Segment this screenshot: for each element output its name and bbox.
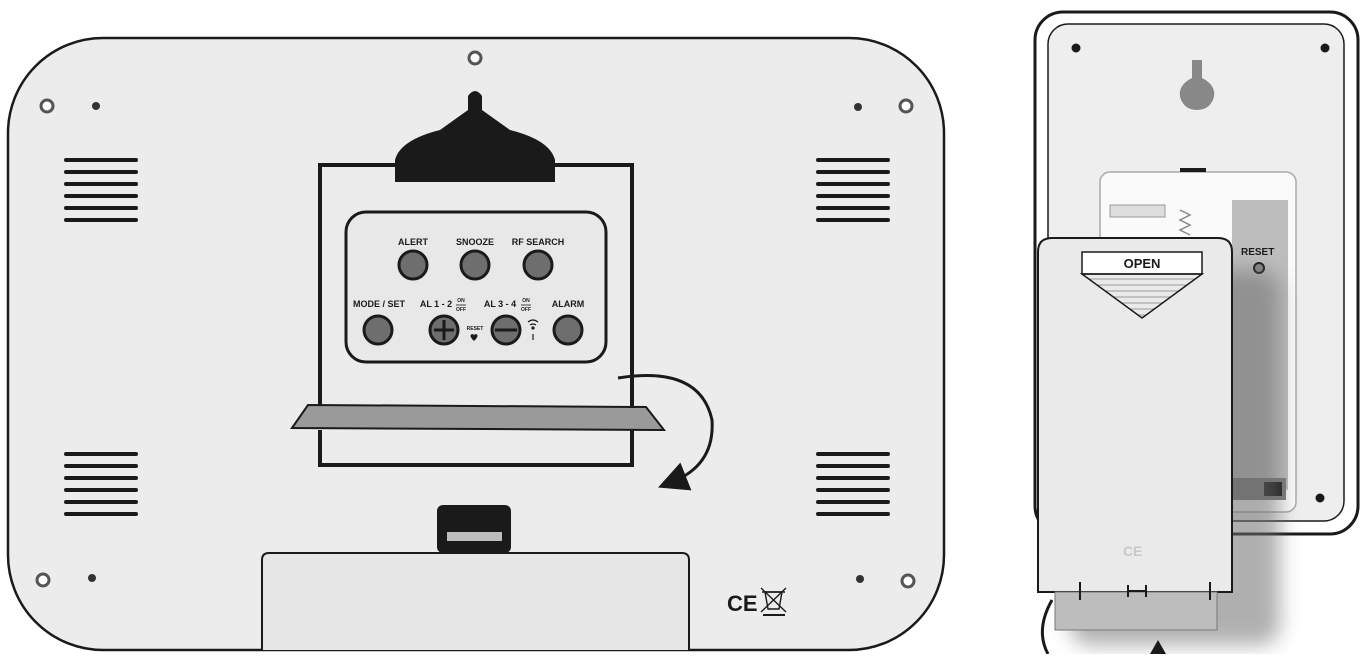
compartment-latch <box>1180 168 1206 172</box>
base-station: ALERT SNOOZE RF SEARCH MODE / SET AL 1 -… <box>6 36 946 652</box>
sensor-battery-cover <box>1037 237 1233 593</box>
wireless-icon <box>527 319 539 340</box>
alarm-button[interactable] <box>552 314 584 346</box>
bottom-connector-slot <box>447 532 502 541</box>
al12-label: AL 1 - 2 <box>420 299 452 309</box>
snooze-label: SNOOZE <box>456 237 494 247</box>
alarm-label: ALARM <box>552 299 585 309</box>
sensor-screw-br <box>1315 493 1325 503</box>
sensor-reset-label: RESET <box>1241 247 1274 258</box>
stand-plate <box>290 403 667 432</box>
speaker-grille-top-right <box>816 158 890 222</box>
weee-bin-icon <box>760 587 787 616</box>
rf-search-button[interactable] <box>522 249 554 281</box>
sensor-screw-tr <box>1320 43 1330 53</box>
open-label: OPEN <box>1124 256 1161 271</box>
speaker-grille-bottom-right <box>816 452 890 516</box>
cover-bottom-tab <box>1054 591 1218 631</box>
stand-outline <box>318 163 634 467</box>
al34-on-label: ON <box>522 298 530 304</box>
alert-label: ALERT <box>398 237 428 247</box>
mode-set-label: MODE / SET <box>353 299 406 309</box>
reset-heart-icon <box>470 334 478 341</box>
sensor-unit: RESET OPEN CE <box>1033 10 1360 655</box>
alert-button[interactable] <box>397 249 429 281</box>
plus-icon <box>434 320 454 340</box>
speaker-grille-bottom-left <box>64 452 138 516</box>
open-arrow-hatch <box>1079 273 1205 319</box>
keyhole-hanger-icon <box>1179 60 1215 110</box>
mode-set-button[interactable] <box>362 314 394 346</box>
ce-mark: CE <box>727 591 758 616</box>
speaker-grille-top-left <box>64 158 138 222</box>
reset-small-label: RESET <box>467 326 484 332</box>
wall-hanger-bump <box>395 91 555 182</box>
al34-off-label: OFF <box>521 307 531 313</box>
battery-cover <box>261 552 690 650</box>
battery-contact <box>1109 204 1166 218</box>
al12-plus-button[interactable] <box>428 314 460 346</box>
cover-clips <box>1079 582 1211 600</box>
al34-label: AL 3 - 4 <box>484 299 516 309</box>
sensor-screw-tl <box>1071 43 1081 53</box>
snooze-button[interactable] <box>459 249 491 281</box>
al34-minus-button[interactable] <box>490 314 522 346</box>
al12-off-label: OFF <box>456 307 466 313</box>
bottom-connector <box>437 505 511 553</box>
sensor-ce-mark: CE <box>1123 543 1142 559</box>
slide-arrow-right-icon <box>1150 640 1166 654</box>
rotate-arrow-icon <box>617 374 714 491</box>
battery-spring-icon <box>1178 209 1192 236</box>
screw-holes <box>35 50 916 589</box>
rf-search-label: RF SEARCH <box>512 237 565 247</box>
al12-on-label: ON <box>457 298 465 304</box>
slide-arrow-left-icon <box>1040 599 1054 655</box>
button-panel <box>344 210 608 364</box>
